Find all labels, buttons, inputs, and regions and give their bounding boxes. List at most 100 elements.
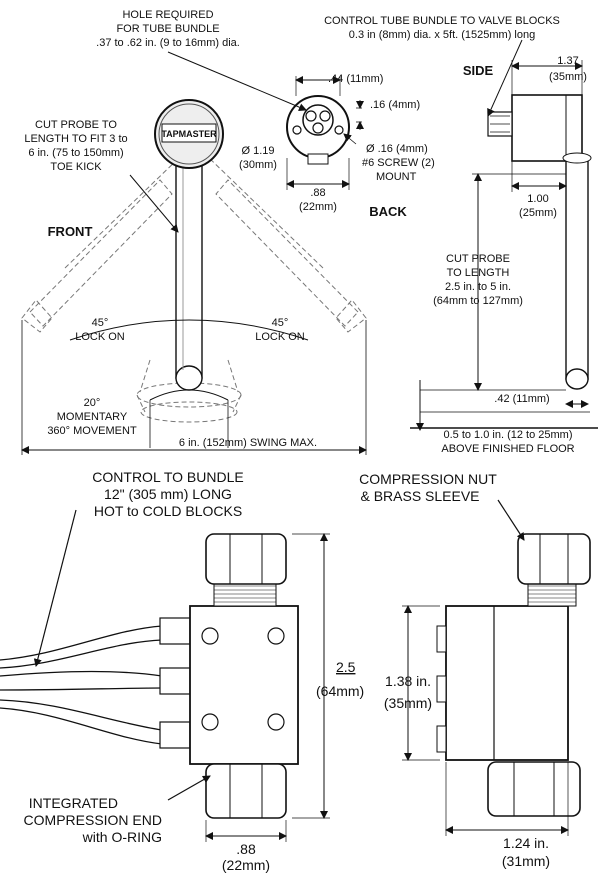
svg-text:TOE KICK: TOE KICK xyxy=(50,161,102,173)
screw-hole-right xyxy=(334,125,344,135)
svg-text:(22mm): (22mm) xyxy=(222,857,270,873)
dim-16a-text: .16 (4mm) xyxy=(370,99,420,111)
svg-text:(31mm): (31mm) xyxy=(502,853,550,869)
dim-88-text: .88 (22mm) xyxy=(222,841,270,873)
cut-probe-front-text: CUT PROBE TO LENGTH TO FIT 3 to 6 in. (7… xyxy=(24,119,127,173)
svg-text:12" (305 mm) LONG: 12" (305 mm) LONG xyxy=(104,486,232,502)
swing-right-position xyxy=(205,154,367,333)
screw-hole-left xyxy=(292,125,302,135)
floor-text: 0.5 to 1.0 in. (12 to 25mm) ABOVE FINISH… xyxy=(441,429,574,455)
dim-88-back-text: .88 (22mm) xyxy=(299,187,337,213)
compression-nut-top xyxy=(205,533,287,585)
svg-text:6 in. (75 to 150mm): 6 in. (75 to 150mm) xyxy=(28,147,123,159)
dim-25-text: 2.5 (64mm) xyxy=(316,659,364,699)
svg-text:45°: 45° xyxy=(272,317,289,329)
dim-124-text: 1.24 in. (31mm) xyxy=(502,835,550,869)
dim-44-text: .44 (11mm) xyxy=(328,73,383,85)
svg-text:TO LENGTH: TO LENGTH xyxy=(447,267,510,279)
side-view xyxy=(410,39,598,431)
svg-text:COMPRESSION NUT: COMPRESSION NUT xyxy=(359,471,497,487)
svg-text:ABOVE FINISHED FLOOR: ABOVE FINISHED FLOOR xyxy=(441,443,574,455)
valve-block-side xyxy=(402,499,591,836)
svg-text:0.5 to 1.0 in. (12 to 25mm): 0.5 to 1.0 in. (12 to 25mm) xyxy=(443,429,572,441)
compression-end-bottom xyxy=(205,763,287,819)
svg-text:20°: 20° xyxy=(84,397,101,409)
front-label: FRONT xyxy=(48,224,93,239)
svg-text:MOUNT: MOUNT xyxy=(376,171,417,183)
svg-text:1.37: 1.37 xyxy=(557,55,578,67)
svg-text:(30mm): (30mm) xyxy=(239,159,277,171)
svg-text:(35mm): (35mm) xyxy=(384,695,432,711)
side-end-bottom xyxy=(487,761,581,817)
back-label: BACK xyxy=(369,204,407,219)
swing-left-position xyxy=(21,154,183,333)
svg-text:CONTROL TO BUNDLE: CONTROL TO BUNDLE xyxy=(92,469,243,485)
svg-text:COMPRESSION END: COMPRESSION END xyxy=(24,812,162,828)
probe-rod xyxy=(175,159,203,379)
svg-text:MOMENTARY: MOMENTARY xyxy=(57,411,128,423)
svg-text:Ø .16 (4mm): Ø .16 (4mm) xyxy=(366,143,428,155)
hole-required-text: HOLE REQUIRED FOR TUBE BUNDLE .37 to .62… xyxy=(96,9,240,49)
svg-text:#6 SCREW (2): #6 SCREW (2) xyxy=(362,157,435,169)
dim-119-text: Ø 1.19 (30mm) xyxy=(239,145,277,171)
svg-text:.88: .88 xyxy=(310,187,325,199)
compression-nut-text: COMPRESSION NUT & BRASS SLEEVE xyxy=(359,471,497,504)
valve-block-front xyxy=(0,509,330,842)
svg-text:(64mm to 127mm): (64mm to 127mm) xyxy=(433,295,523,307)
svg-text:with O-RING: with O-RING xyxy=(82,829,162,845)
svg-text:(64mm): (64mm) xyxy=(316,683,364,699)
lock-left-text: 45° LOCK ON xyxy=(75,317,125,343)
bolt-br xyxy=(267,713,285,731)
bolt-bl xyxy=(201,713,219,731)
dim-16b-text: Ø .16 (4mm) #6 SCREW (2) MOUNT xyxy=(362,143,435,183)
svg-text:0.3 in (8mm) dia. x 5ft. (1525: 0.3 in (8mm) dia. x 5ft. (1525mm) long xyxy=(349,29,535,41)
svg-text:360° MOVEMENT: 360° MOVEMENT xyxy=(47,425,137,437)
svg-text:1.24 in.: 1.24 in. xyxy=(503,835,549,851)
svg-text:(35mm): (35mm) xyxy=(549,71,587,83)
probe-tip xyxy=(175,365,203,391)
momentary-text: 20° MOMENTARY 360° MOVEMENT xyxy=(47,397,137,437)
svg-text:CONTROL TUBE BUNDLE TO VALVE B: CONTROL TUBE BUNDLE TO VALVE BLOCKS xyxy=(324,15,560,27)
bundle-cables xyxy=(0,625,163,745)
svg-text:HOT to COLD BLOCKS: HOT to COLD BLOCKS xyxy=(94,503,242,519)
cut-probe-side-text: CUT PROBE TO LENGTH 2.5 in. to 5 in. (64… xyxy=(433,253,523,307)
svg-text:CUT PROBE TO: CUT PROBE TO xyxy=(35,119,117,131)
svg-text:INTEGRATED: INTEGRATED xyxy=(29,795,118,811)
svg-text:HOLE REQUIRED: HOLE REQUIRED xyxy=(122,9,213,21)
stub-top xyxy=(159,617,191,645)
bolt-tr xyxy=(267,627,285,645)
svg-text:LOCK ON: LOCK ON xyxy=(255,331,305,343)
svg-text:& BRASS SLEEVE: & BRASS SLEEVE xyxy=(360,488,479,504)
dim-137-text: 1.37 (35mm) xyxy=(549,55,587,83)
svg-text:.88: .88 xyxy=(236,841,256,857)
svg-text:(22mm): (22mm) xyxy=(299,201,337,213)
back-view xyxy=(167,51,364,190)
svg-text:1.38 in.: 1.38 in. xyxy=(385,673,431,689)
integrated-text: INTEGRATED COMPRESSION END with O-RING xyxy=(24,795,162,845)
valve-side-body xyxy=(445,605,569,761)
base-dashed xyxy=(136,359,242,423)
side-label: SIDE xyxy=(463,63,494,78)
svg-text:LOCK ON: LOCK ON xyxy=(75,331,125,343)
svg-text:1.00: 1.00 xyxy=(527,193,548,205)
bolt-tl xyxy=(201,627,219,645)
side-nut-top xyxy=(517,533,591,585)
side-head xyxy=(511,94,583,162)
svg-text:2.5: 2.5 xyxy=(336,659,356,675)
control-bundle-text: CONTROL TO BUNDLE 12" (305 mm) LONG HOT … xyxy=(92,469,243,519)
logo-text: TAPMASTER xyxy=(161,129,217,139)
swing-text: 6 in. (152mm) SWING MAX. xyxy=(179,437,317,449)
lock-right-text: 45° LOCK ON xyxy=(255,317,305,343)
svg-text:CUT PROBE: CUT PROBE xyxy=(446,253,510,265)
lock-arc xyxy=(69,319,309,341)
control-tube-text: CONTROL TUBE BUNDLE TO VALVE BLOCKS 0.3 … xyxy=(324,15,560,41)
svg-text:LENGTH TO FIT 3 to: LENGTH TO FIT 3 to xyxy=(24,133,127,145)
dim-42-text: .42 (11mm) xyxy=(494,393,549,405)
front-view: TAPMASTER xyxy=(21,99,367,455)
stub-mid xyxy=(159,667,191,695)
dim-138-text: 1.38 in. (35mm) xyxy=(384,673,432,711)
svg-text:FOR TUBE BUNDLE: FOR TUBE BUNDLE xyxy=(116,23,219,35)
svg-text:2.5 in. to 5 in.: 2.5 in. to 5 in. xyxy=(445,281,511,293)
svg-text:45°: 45° xyxy=(92,317,109,329)
